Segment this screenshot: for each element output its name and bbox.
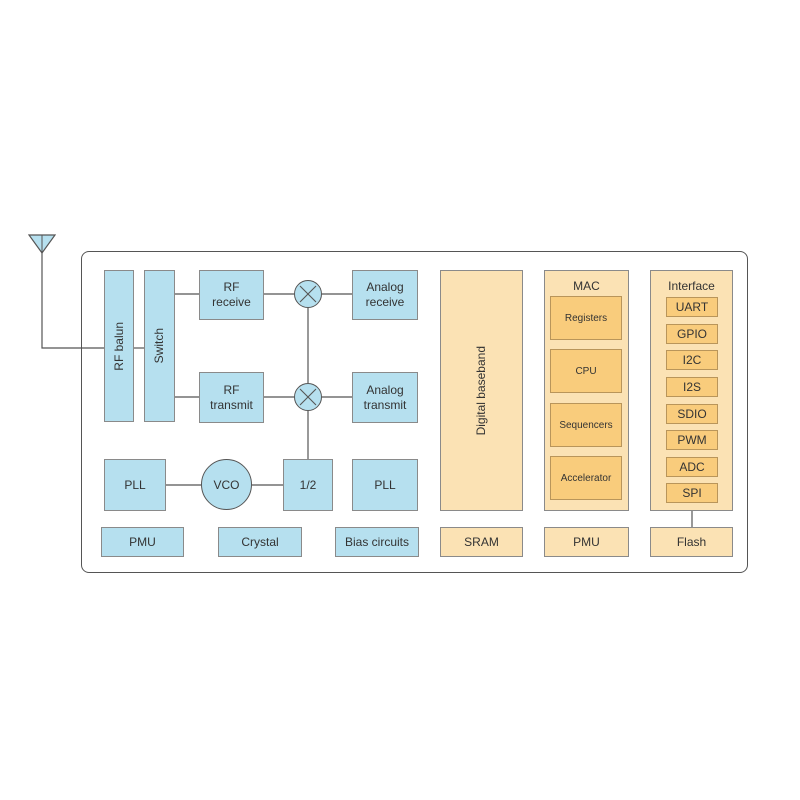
i2s-label: I2S [682, 379, 701, 394]
flash-label: Flash [676, 534, 707, 549]
uart-label: UART [675, 299, 709, 314]
switch-block: Switch [144, 270, 175, 422]
sdio-label: SDIO [677, 406, 707, 421]
rf-transmit-block: RF transmit [199, 372, 264, 423]
i2c-block: I2C [666, 350, 718, 370]
analog-transmit-block: Analog transmit [352, 372, 418, 423]
uart-block: UART [666, 297, 718, 317]
bias-circuits-label: Bias circuits [344, 534, 409, 549]
antenna-icon [28, 234, 56, 255]
sequencers-label: Sequencers [559, 419, 613, 431]
crystal-label: Crystal [241, 534, 279, 549]
vco-label: VCO [213, 477, 240, 492]
gpio-label: GPIO [676, 326, 707, 341]
digital-baseband-block: Digital baseband [440, 270, 523, 511]
pmu-mac-block: PMU [544, 527, 629, 557]
analog-receive-label: Analog receive [365, 280, 405, 309]
registers-label: Registers [564, 312, 608, 324]
rf-balun-label: RF balun [111, 321, 126, 371]
bias-circuits-block: Bias circuits [335, 527, 419, 557]
pll-right-label: PLL [374, 477, 396, 492]
crystal-block: Crystal [218, 527, 302, 557]
tx-mixer-icon [294, 383, 322, 411]
pmu-rf-block: PMU [101, 527, 184, 557]
divider-label: 1/2 [299, 477, 317, 492]
rf-receive-block: RF receive [199, 270, 264, 320]
cpu-block: CPU [550, 349, 622, 393]
adc-label: ADC [679, 459, 705, 474]
sequencers-block: Sequencers [550, 403, 622, 447]
pll-right-block: PLL [352, 459, 418, 511]
registers-block: Registers [550, 296, 622, 340]
pll-left-label: PLL [124, 477, 146, 492]
i2c-label: I2C [682, 352, 702, 367]
divider-block: 1/2 [283, 459, 333, 511]
gpio-block: GPIO [666, 324, 718, 344]
vco-block: VCO [201, 459, 252, 510]
sdio-block: SDIO [666, 404, 718, 424]
accelerator-block: Accelerator [550, 456, 622, 500]
pwm-block: PWM [666, 430, 718, 450]
analog-receive-block: Analog receive [352, 270, 418, 320]
rf-transmit-label: RF transmit [210, 382, 253, 412]
analog-transmit-label: Analog transmit [363, 382, 407, 412]
spi-label: SPI [682, 485, 702, 500]
rf-balun-block: RF balun [104, 270, 134, 422]
cpu-label: CPU [575, 365, 597, 377]
pmu-mac-label: PMU [573, 534, 600, 549]
rf-receive-label: RF receive [212, 280, 251, 309]
flash-block: Flash [650, 527, 733, 557]
accelerator-label: Accelerator [560, 472, 612, 484]
interface-title: Interface [668, 279, 715, 293]
switch-label: Switch [152, 328, 166, 364]
digital-baseband-label: Digital baseband [474, 345, 488, 436]
mac-title: MAC [573, 279, 600, 293]
i2s-block: I2S [666, 377, 718, 397]
sram-label: SRAM [464, 534, 499, 549]
pmu-rf-label: PMU [129, 534, 156, 549]
spi-block: SPI [666, 483, 718, 503]
sram-block: SRAM [440, 527, 523, 557]
pwm-label: PWM [677, 432, 707, 447]
adc-block: ADC [666, 457, 718, 477]
rx-mixer-icon [294, 280, 322, 308]
pll-left-block: PLL [104, 459, 166, 511]
